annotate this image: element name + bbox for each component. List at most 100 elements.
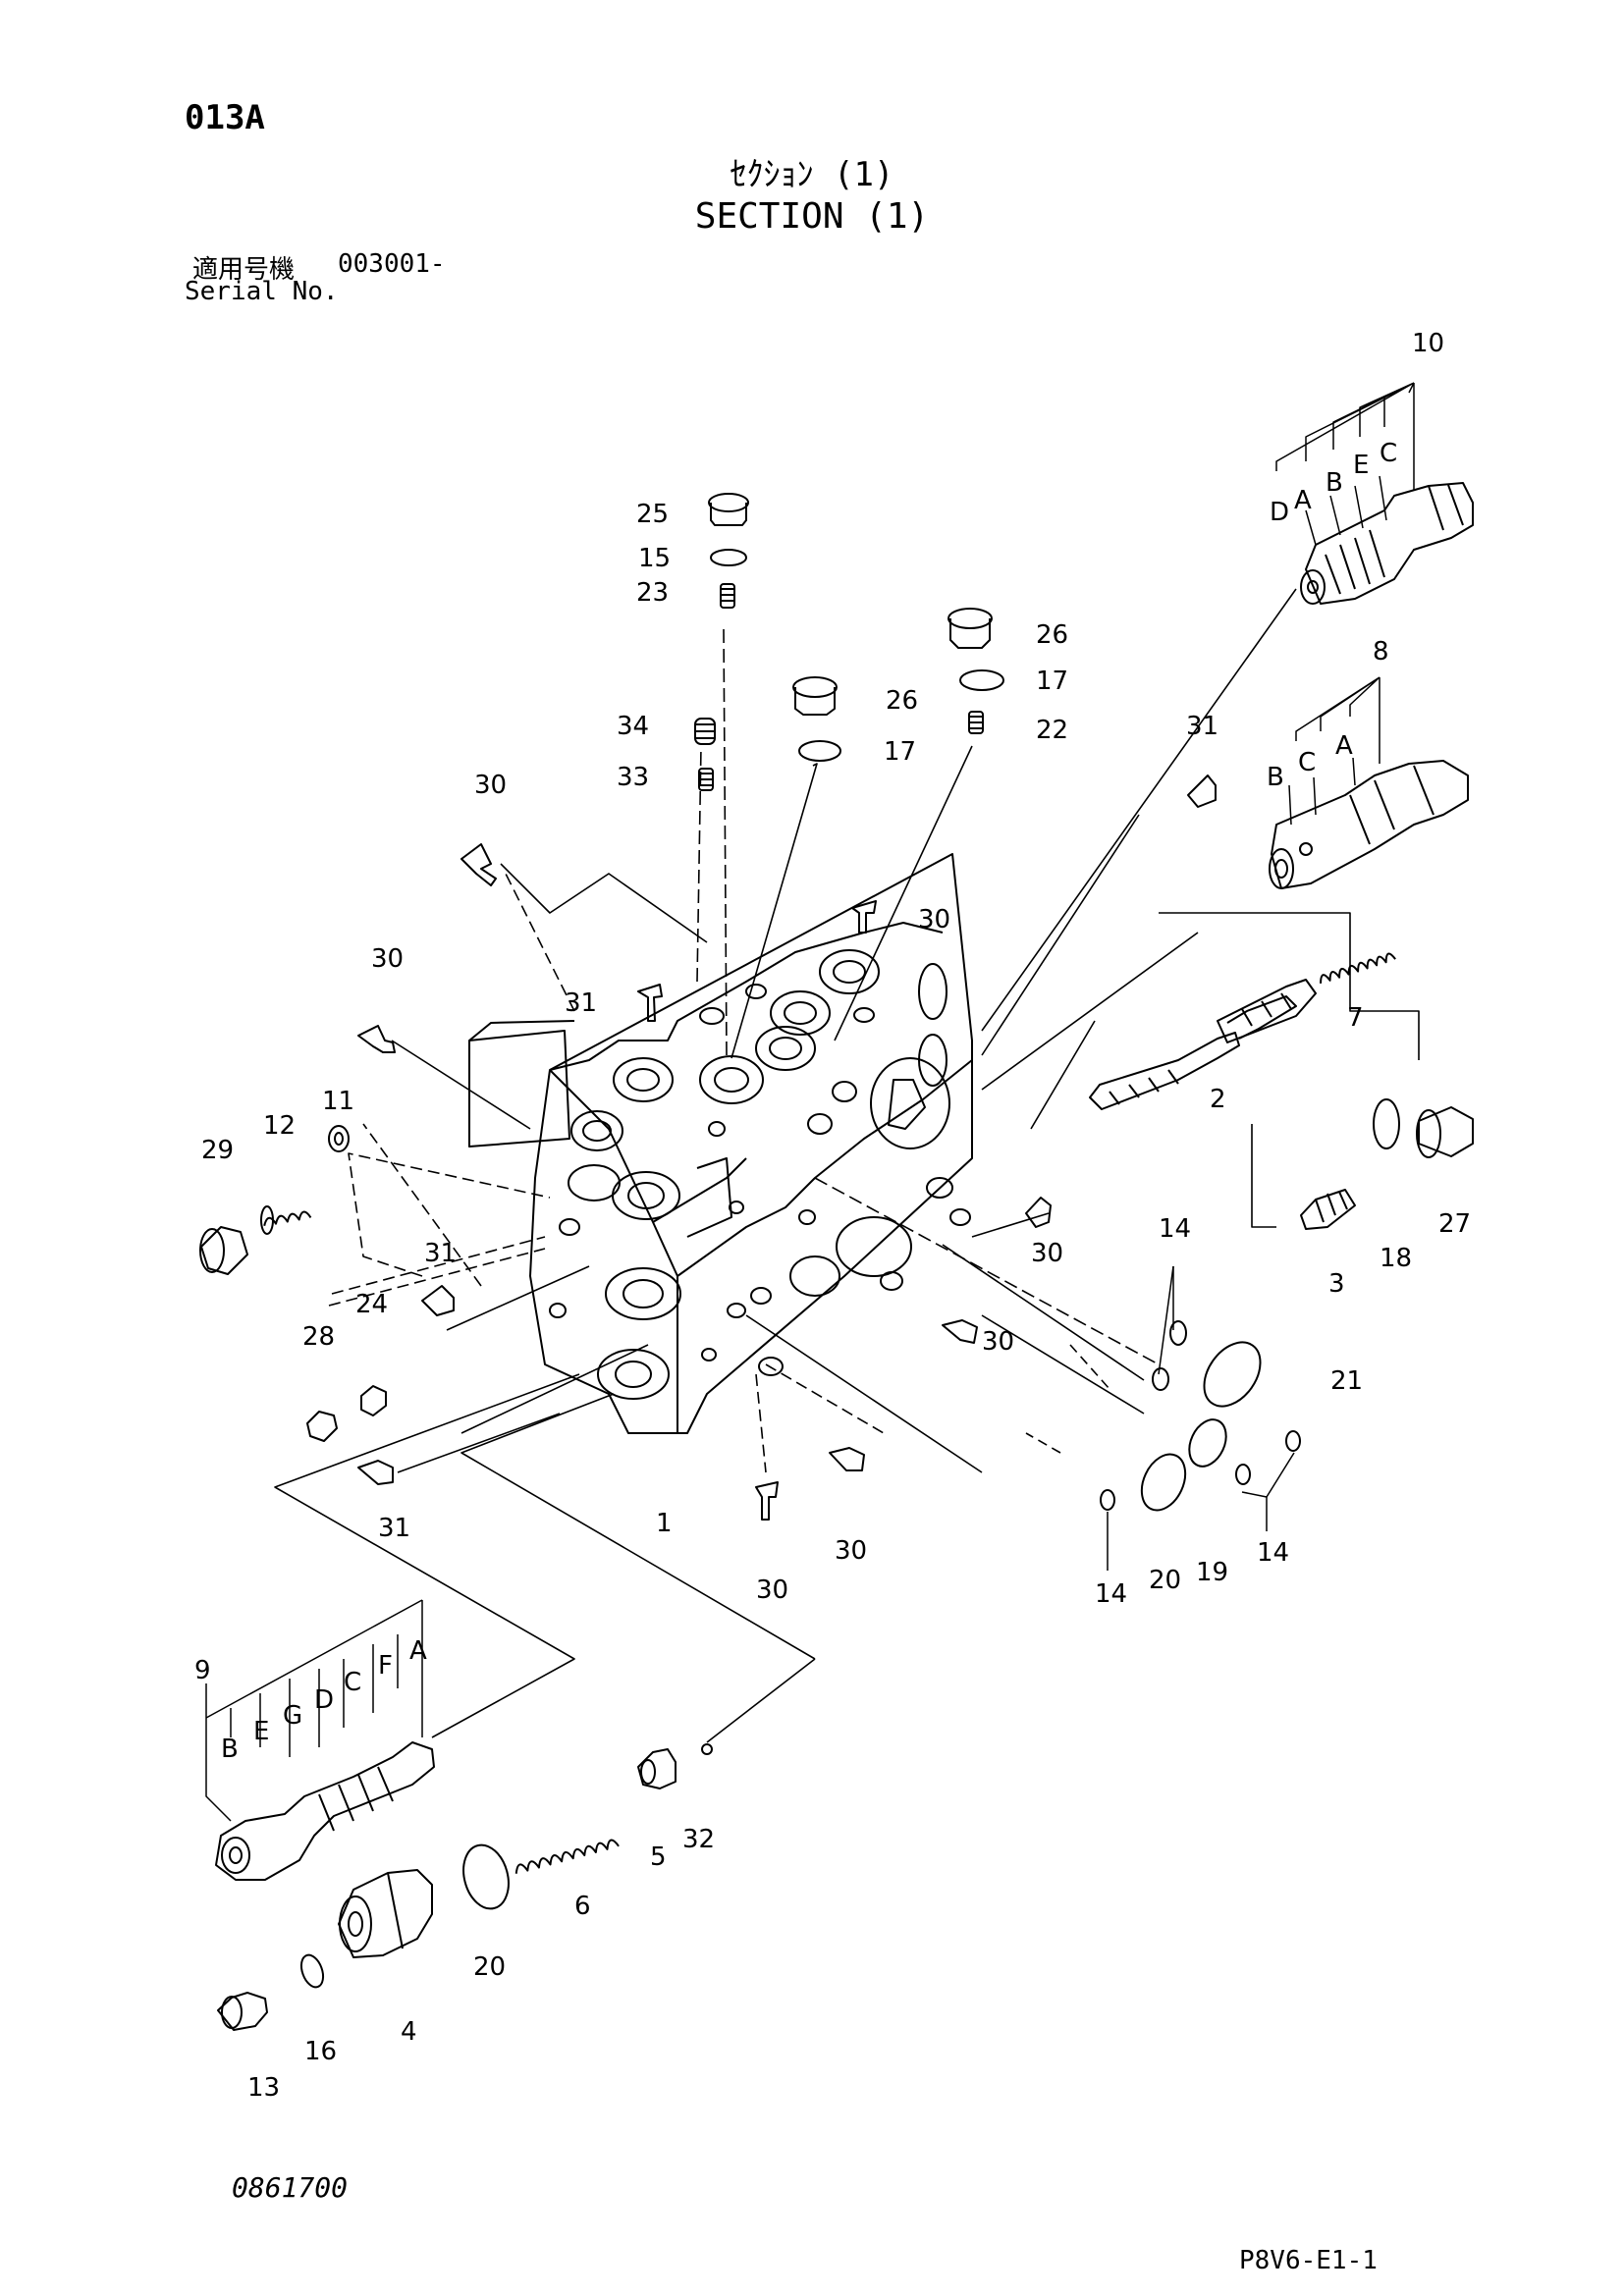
- callout-26a: 26: [886, 686, 918, 716]
- section-title-english: SECTION (1): [694, 196, 930, 237]
- screw-30a: [460, 843, 497, 886]
- callout-19: 19: [1196, 1558, 1228, 1587]
- callout-14b: 14: [1257, 1538, 1289, 1568]
- plug-25: [708, 493, 749, 526]
- screw-30c: [357, 1025, 396, 1053]
- screw-30d: [1025, 1197, 1052, 1228]
- callout-24: 24: [355, 1290, 388, 1319]
- callout-1: 1: [656, 1509, 673, 1538]
- callout-30d: 30: [1031, 1239, 1063, 1268]
- callout-15: 15: [638, 544, 671, 573]
- sublabel-10-A: A: [1294, 486, 1312, 515]
- callout-33: 33: [617, 763, 649, 792]
- sublabel-10-E: E: [1353, 451, 1369, 480]
- callout-6: 6: [574, 1892, 591, 1921]
- callout-31a: 31: [565, 988, 597, 1018]
- o-ring-14a: [1169, 1320, 1187, 1346]
- serial-label-japanese: 適用号機: [192, 255, 296, 285]
- sublabel-9-G: G: [283, 1701, 302, 1731]
- sublabel-8-B: B: [1267, 763, 1284, 792]
- o-ring-21: [1203, 1341, 1262, 1408]
- callout-31d: 31: [378, 1514, 410, 1543]
- washer-11: [328, 1125, 350, 1152]
- callout-2: 2: [1210, 1085, 1226, 1114]
- sublabel-9-B: B: [221, 1735, 239, 1764]
- callout-20b: 20: [473, 1952, 506, 1982]
- o-ring-14d: [1235, 1464, 1251, 1485]
- sublabel-9-A: A: [409, 1636, 427, 1666]
- callout-30e: 30: [982, 1327, 1014, 1357]
- callout-14c: 14: [1095, 1579, 1127, 1609]
- o-ring-14b: [1152, 1367, 1169, 1391]
- sublabel-letters: D A B E C B C A B E G D C F A: [221, 439, 1397, 1764]
- serial-label-english: Serial No.: [185, 277, 339, 306]
- o-ring-19: [1188, 1418, 1227, 1468]
- page-code: 013A: [185, 98, 265, 137]
- callout-labels: 1 2 3 4 5 6 7 8 9 10 11 12 13 14 14 14 1…: [194, 329, 1471, 2103]
- sublabel-10-D: D: [1270, 498, 1289, 527]
- callout-26b: 26: [1036, 620, 1068, 650]
- sublabel-9-C: C: [344, 1668, 361, 1697]
- callout-21: 21: [1330, 1366, 1363, 1396]
- callout-25: 25: [636, 500, 669, 529]
- callout-20a: 20: [1149, 1566, 1181, 1595]
- o-ring-17b: [959, 669, 1004, 691]
- o-ring-16: [299, 1953, 325, 1989]
- sublabel-8-C: C: [1298, 748, 1316, 777]
- spring-6: [514, 1839, 620, 1874]
- spring-7: [1320, 952, 1396, 984]
- part-24: [360, 1385, 387, 1416]
- ball-32: [701, 1743, 713, 1755]
- callout-22: 22: [1036, 716, 1068, 745]
- part-5: [637, 1748, 677, 1789]
- callout-7: 7: [1347, 1003, 1364, 1033]
- part-22: [968, 711, 984, 734]
- serial-range: 003001-: [338, 249, 446, 279]
- callout-10: 10: [1412, 329, 1444, 358]
- sublabel-9-E: E: [253, 1717, 269, 1746]
- callout-17a: 17: [884, 737, 916, 767]
- callout-18: 18: [1380, 1244, 1412, 1273]
- callout-31c: 31: [424, 1239, 457, 1268]
- part-23: [720, 583, 735, 609]
- callout-30b: 30: [918, 905, 950, 934]
- part-3: [1300, 1189, 1356, 1230]
- screw-31a: [637, 984, 663, 1022]
- callout-9: 9: [194, 1656, 211, 1685]
- o-ring-20b: [462, 1843, 510, 1910]
- sublabel-10-B: B: [1326, 468, 1343, 498]
- callout-34: 34: [617, 712, 649, 741]
- sublabel-9-D: D: [314, 1685, 334, 1715]
- screw-30g: [829, 1447, 865, 1471]
- callout-30a: 30: [474, 771, 507, 800]
- section-title-japanese: ｾｸｼｮﾝ (1): [730, 155, 894, 194]
- plug-27: [1416, 1106, 1474, 1158]
- sublabel-leaders-8: [1288, 676, 1380, 826]
- sublabel-leaders-9: [205, 1599, 423, 1822]
- callout-30f: 30: [835, 1536, 867, 1566]
- spool-2: [1089, 979, 1317, 1110]
- callout-30c: 30: [371, 944, 404, 974]
- plug-28: [306, 1411, 338, 1442]
- spring-12: [260, 1205, 312, 1235]
- assembly-lines: [274, 588, 1420, 1743]
- screw-31d: [357, 1460, 394, 1485]
- callout-28: 28: [302, 1322, 335, 1352]
- housing-4: [338, 1869, 433, 1958]
- callout-12: 12: [263, 1111, 296, 1141]
- screw-30e: [942, 1319, 978, 1344]
- callout-14a: 14: [1159, 1214, 1191, 1244]
- o-ring-15: [710, 549, 747, 566]
- sublabel-leaders-10: [1275, 382, 1415, 546]
- screw-30b: [851, 900, 877, 934]
- callout-11: 11: [322, 1087, 354, 1116]
- relief-valve-9: [215, 1741, 435, 1881]
- o-ring-17a: [798, 740, 841, 762]
- callout-27: 27: [1438, 1209, 1471, 1239]
- sublabel-8-A: A: [1335, 731, 1353, 761]
- callout-4: 4: [401, 2017, 417, 2047]
- valve-body: [468, 853, 973, 1434]
- callout-16: 16: [304, 2037, 337, 2066]
- plug-13: [217, 1992, 268, 2031]
